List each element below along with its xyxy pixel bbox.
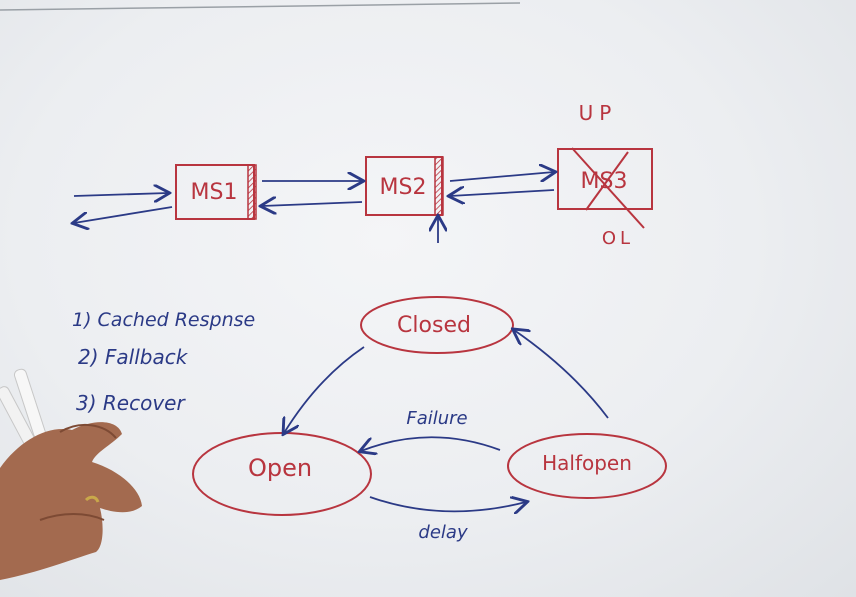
list-item-3: 3) Recover [76, 391, 186, 415]
ring [84, 495, 100, 503]
presenter-hand [0, 368, 142, 580]
request-arrow-in [73, 193, 168, 196]
state-closed-label: Closed [397, 313, 471, 338]
state-closed: Closed [360, 296, 514, 354]
ms3-label: MS3 [581, 169, 628, 194]
state-halfopen: Halfopen [507, 433, 667, 499]
halfopen-to-open-arrow [361, 436, 501, 451]
ms2-label: MS2 [380, 175, 427, 200]
hand [0, 422, 142, 580]
list-item-2: 2) Fallback [78, 345, 189, 369]
board-edge [0, 2, 521, 11]
open-to-halfopen-arrow [369, 497, 526, 511]
ms3-cross-line [571, 147, 645, 229]
closed-to-open-arrow [284, 346, 365, 433]
state-halfopen-label: Halfopen [542, 451, 632, 475]
response-arrow-out [74, 206, 173, 223]
ms3-status-ol: OL [602, 228, 634, 249]
ms2-box: MS2 [365, 156, 444, 216]
state-open: Open [192, 432, 372, 516]
service-arrows [74, 172, 554, 243]
state-open-label: Open [248, 454, 312, 482]
failure-label: Failure [406, 408, 467, 429]
ms1-box: MS1 [175, 164, 257, 220]
ms1-label: MS1 [191, 180, 238, 205]
ms3-to-ms2-arrow [450, 190, 555, 196]
ms2-to-ms1-arrow [262, 202, 363, 206]
ms3-status-up: UP [579, 101, 618, 125]
halfopen-to-closed-arrow [514, 330, 609, 419]
delay-label: delay [418, 522, 468, 543]
ms3-cross-line [585, 151, 629, 211]
list-item-1: 1) Cached Respnse [72, 309, 255, 331]
ms3-box: MS3 [557, 147, 653, 229]
ms2-to-ms3-arrow [449, 172, 554, 181]
transition-arrows [284, 330, 609, 511]
